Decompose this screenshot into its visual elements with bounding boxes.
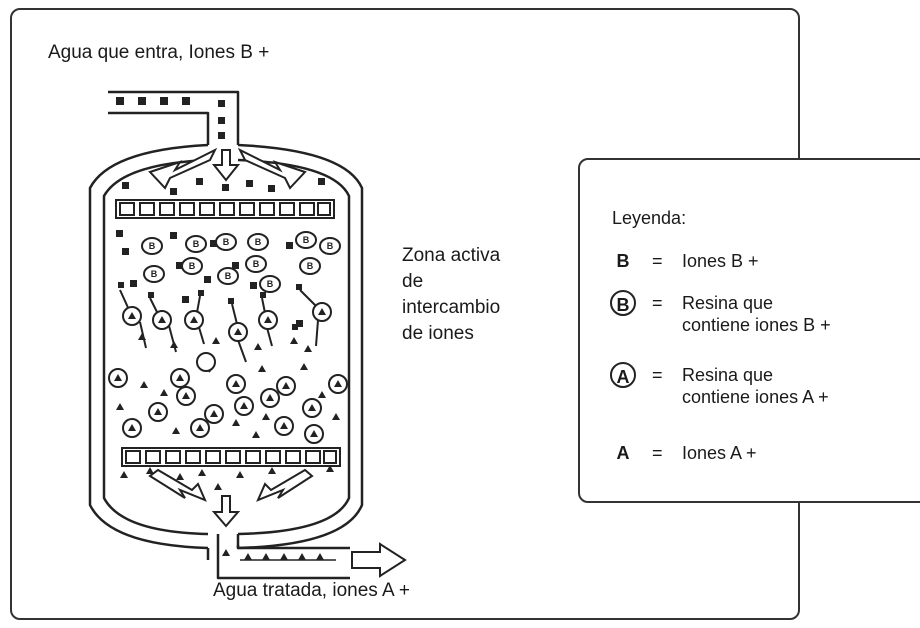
zone-label-line: intercambio — [402, 297, 501, 318]
svg-text:B: B — [223, 237, 230, 247]
b-ions-top — [122, 178, 325, 195]
svg-text:B: B — [193, 239, 200, 249]
zone-label-line: Zona activa — [402, 245, 501, 266]
legend-item-text: Iones A + — [682, 442, 920, 464]
active-zone-label: Zona activa de intercambio de iones — [402, 243, 562, 347]
outlet-flow-arrows — [148, 468, 407, 578]
svg-text:B: B — [267, 279, 274, 289]
legend-equals: = — [652, 365, 663, 385]
legend-equals: = — [652, 443, 663, 463]
legend-box: Leyenda: B = Iones B + B = Resina que co… — [578, 158, 920, 503]
b-ion-symbol: B — [616, 251, 630, 271]
svg-text:B: B — [327, 241, 334, 251]
legend-text-line: Iones B + — [682, 251, 759, 271]
b-ions-upper-zone — [116, 230, 307, 327]
exchange-zone-stems — [119, 289, 321, 373]
legend-text-line: contiene iones A + — [682, 387, 829, 407]
zone-label-line: de — [402, 271, 424, 292]
a-resin-beads — [108, 302, 348, 444]
legend-text-line: Resina que — [682, 293, 774, 313]
legend-equals: = — [652, 293, 663, 313]
legend-text-line: Resina que — [682, 365, 774, 385]
b-resin-circle-icon: B — [610, 290, 636, 316]
legend-equals: = — [652, 251, 663, 271]
legend-title: Leyenda: — [612, 208, 687, 228]
svg-text:B: B — [149, 241, 156, 251]
a-ion-symbol: A — [616, 443, 630, 463]
inlet-flow-arrows — [148, 147, 307, 190]
a-resin-marks — [114, 282, 342, 437]
legend-item-text: Iones B + — [682, 250, 920, 272]
outlet-a-ions — [222, 549, 324, 560]
a-resin-circle-icon: A — [610, 362, 636, 388]
a-ions — [116, 333, 340, 490]
svg-text:B: B — [253, 259, 260, 269]
bottom-distributor-plate — [121, 447, 341, 467]
top-distributor-plate — [115, 199, 335, 219]
svg-text:B: B — [189, 261, 196, 271]
zone-label-line: de iones — [402, 323, 474, 344]
svg-text:B: B — [307, 261, 314, 271]
legend-text-line: contiene iones B + — [682, 315, 831, 335]
inlet-label: Agua que entra, Iones B + — [48, 42, 270, 63]
inlet-ion-dots — [116, 97, 225, 139]
svg-text:B: B — [225, 271, 232, 281]
legend-item-text: Resina que contiene iones B + — [682, 292, 920, 336]
svg-text:B: B — [303, 235, 310, 245]
legend-item-text: Resina que contiene iones A + — [682, 364, 920, 408]
svg-text:B: B — [151, 269, 158, 279]
b-resin-beads — [141, 231, 341, 293]
outlet-label: Agua tratada, iones A + — [213, 580, 411, 601]
legend-text-line: Iones A + — [682, 443, 757, 463]
svg-text:B: B — [255, 237, 262, 247]
